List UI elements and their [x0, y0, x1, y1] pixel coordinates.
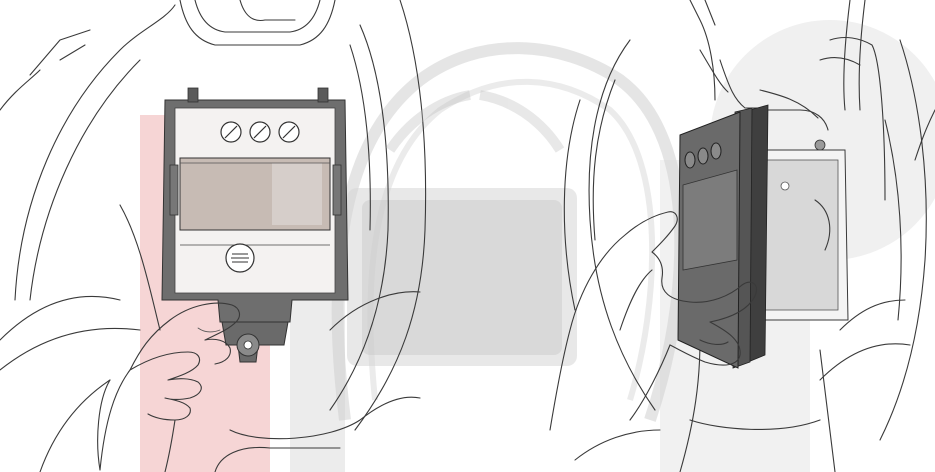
- right-dial-3-icon: [711, 143, 721, 159]
- watermark-helmet-outline: [338, 48, 681, 420]
- holder-inner-panel: [762, 160, 838, 310]
- right-cartridge: [678, 105, 768, 368]
- watermark-helmet-window: [347, 188, 577, 366]
- side-clip-right: [333, 165, 341, 215]
- left-cartridge: [162, 88, 348, 362]
- watermark-helmet-inner: [370, 82, 652, 400]
- dial-group: [221, 122, 299, 142]
- right-dial-1-icon: [685, 152, 695, 168]
- watermark-overlay: [390, 95, 560, 150]
- right-lens-slot: [683, 170, 737, 270]
- right-screw-top-icon: [815, 140, 825, 150]
- side-clip-left: [170, 165, 178, 215]
- watermark-helmet-window-inner: [362, 200, 562, 355]
- lens-window-right-pane: [272, 163, 322, 225]
- right-dial-2-icon: [698, 148, 708, 164]
- screw-left-icon: [188, 88, 198, 102]
- screw-right-icon: [318, 88, 328, 102]
